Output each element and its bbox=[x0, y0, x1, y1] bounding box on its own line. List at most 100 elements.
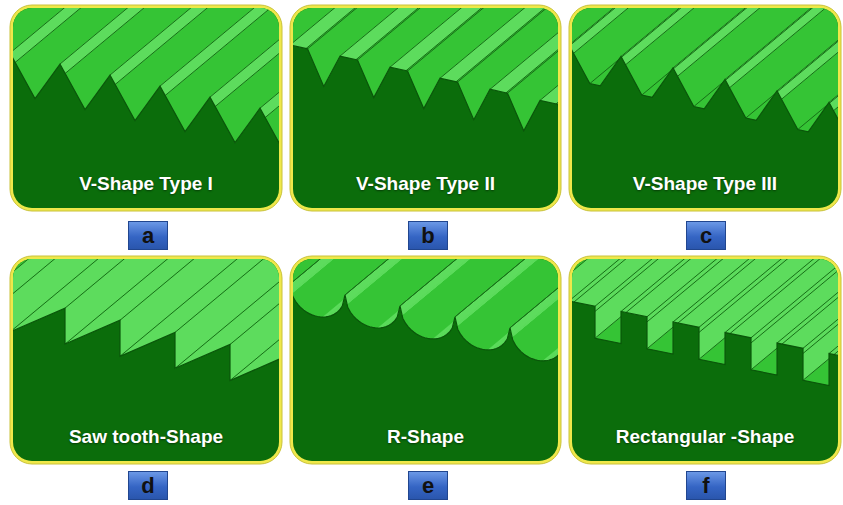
panel-letter: a bbox=[142, 225, 154, 247]
groove-wall bbox=[439, 259, 559, 338]
groove-panel bbox=[517, 0, 843, 221]
groove-edge bbox=[572, 8, 838, 45]
groove-edge bbox=[746, 8, 838, 118]
groove-wall bbox=[554, 259, 558, 358]
groove-wall bbox=[524, 8, 558, 131]
groove-wall bbox=[543, 259, 558, 361]
shape-label: Rectangular -Shape bbox=[616, 426, 794, 448]
groove-wall bbox=[450, 259, 559, 332]
groove-edge bbox=[829, 259, 838, 386]
groove-wall bbox=[546, 259, 558, 361]
groove-edge bbox=[642, 8, 838, 95]
groove-edge bbox=[803, 259, 838, 380]
groove-edge bbox=[13, 8, 279, 53]
groove-wall bbox=[444, 259, 558, 336]
groove-edge bbox=[455, 259, 558, 317]
groove-wall bbox=[557, 259, 558, 356]
groove-edge bbox=[508, 8, 559, 93]
groove-edge bbox=[65, 259, 279, 344]
groove-wall bbox=[549, 259, 559, 360]
panel-letter: b bbox=[421, 225, 434, 247]
groove-edge bbox=[621, 259, 838, 344]
groove-profile bbox=[572, 290, 838, 417]
shape-label: V-Shape Type I bbox=[79, 173, 213, 195]
groove-wall bbox=[447, 259, 558, 335]
groove-edge bbox=[572, 259, 838, 301]
panel-letter-box: e bbox=[408, 471, 448, 500]
groove-edge bbox=[455, 259, 558, 317]
groove-edge bbox=[345, 259, 558, 295]
groove-edge bbox=[490, 8, 558, 89]
groove-wall bbox=[507, 259, 558, 339]
groove-edge bbox=[424, 8, 558, 109]
groove-panel bbox=[517, 22, 843, 474]
groove-edge bbox=[400, 259, 558, 306]
groove-edge bbox=[595, 259, 838, 306]
groove-edge bbox=[345, 259, 558, 295]
groove-edge bbox=[65, 259, 279, 308]
groove-edge bbox=[725, 8, 838, 79]
groove-edge bbox=[324, 8, 558, 86]
groove-panel-box: V-Shape Type III bbox=[569, 5, 841, 211]
groove-profile bbox=[293, 34, 558, 164]
groove-edge bbox=[293, 259, 558, 284]
panel-letter-box: a bbox=[128, 221, 168, 250]
shape-label: V-Shape Type II bbox=[356, 173, 495, 195]
groove-edge bbox=[175, 259, 279, 332]
groove-edge bbox=[524, 8, 558, 131]
groove-edge bbox=[829, 8, 838, 102]
shape-label: R-Shape bbox=[387, 426, 464, 448]
groove-wall bbox=[441, 259, 558, 338]
panel-letter-box: f bbox=[686, 471, 726, 500]
groove-profile bbox=[293, 273, 558, 383]
groove-profile bbox=[572, 34, 838, 167]
groove-edge bbox=[777, 259, 838, 343]
groove-panel-box: Rectangular -Shape bbox=[569, 256, 841, 464]
shape-label: Saw tooth-Shape bbox=[69, 426, 223, 448]
groove-edge bbox=[595, 259, 838, 338]
panel-letter-box: c bbox=[686, 221, 726, 250]
groove-edge bbox=[85, 8, 279, 110]
panel-letter: c bbox=[700, 225, 712, 247]
groove-edge bbox=[13, 259, 279, 332]
groove-profile bbox=[13, 42, 279, 176]
groove-edge bbox=[621, 259, 838, 312]
groove-panel-box: V-Shape Type II bbox=[290, 5, 561, 211]
groove-edge bbox=[572, 259, 838, 290]
groove-wall bbox=[803, 259, 838, 380]
groove-edge bbox=[293, 259, 558, 273]
groove-edge bbox=[293, 8, 558, 38]
groove-edge bbox=[540, 8, 558, 100]
groove-panel-box: V-Shape Type I bbox=[10, 5, 282, 211]
shape-label: V-Shape Type III bbox=[633, 173, 777, 195]
groove-edge bbox=[803, 259, 838, 348]
groove-edge bbox=[210, 8, 279, 97]
groove-edge bbox=[600, 8, 838, 86]
groove-edge bbox=[390, 8, 558, 67]
groove-profile bbox=[13, 296, 279, 405]
groove-edge bbox=[110, 8, 279, 75]
panel-letter-box: d bbox=[128, 471, 168, 500]
groove-panel-box: Saw tooth-Shape bbox=[10, 256, 282, 464]
groove-edge bbox=[135, 8, 279, 121]
groove-edge bbox=[60, 8, 279, 64]
panel-letter: e bbox=[422, 475, 434, 497]
groove-edge bbox=[673, 8, 838, 68]
groove-edge bbox=[647, 259, 838, 349]
groove-edge bbox=[293, 259, 558, 284]
groove-edge bbox=[510, 259, 558, 328]
panel-letter: d bbox=[141, 475, 154, 497]
groove-edge bbox=[400, 259, 558, 306]
groove-edge bbox=[160, 8, 279, 86]
groove-edge bbox=[358, 8, 559, 60]
groove-edge bbox=[235, 8, 279, 143]
groove-edge bbox=[340, 8, 558, 56]
groove-edge bbox=[699, 259, 838, 327]
groove-wall bbox=[235, 8, 279, 143]
groove-edge bbox=[230, 259, 279, 345]
groove-edge bbox=[751, 259, 838, 370]
groove-surface bbox=[13, 8, 279, 208]
groove-edge bbox=[440, 8, 558, 78]
panel-letter: f bbox=[702, 475, 709, 497]
groove-edge bbox=[175, 259, 279, 368]
